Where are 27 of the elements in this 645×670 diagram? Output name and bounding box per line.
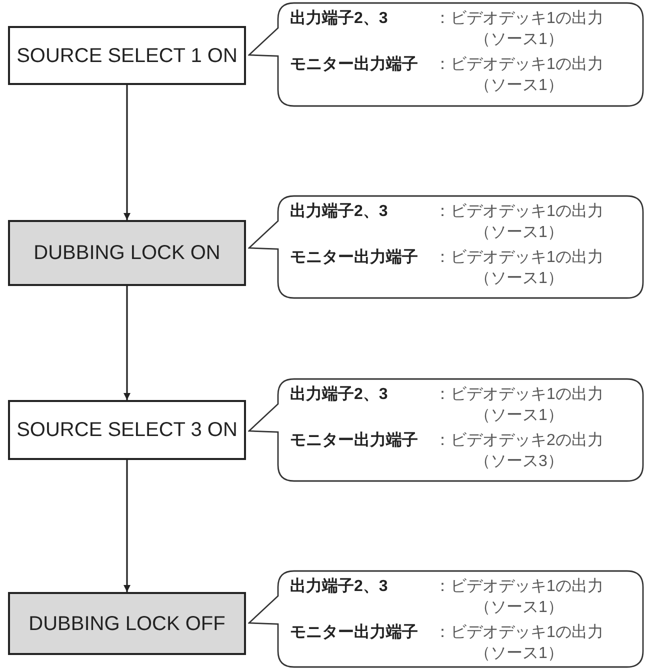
arrow [124, 85, 130, 220]
step-box: DUBBING LOCK ON [8, 220, 246, 286]
output-label: 出力端子2、3 [290, 202, 388, 222]
step-box: DUBBING LOCK OFF [8, 592, 246, 655]
output-label: 出力端子2、3 [290, 8, 388, 29]
step-box: SOURCE SELECT 1 ON [8, 26, 246, 85]
output-value: ：ビデオデッキ1の出力（ソース1） [434, 622, 604, 664]
arrow [124, 460, 130, 592]
output-value: ：ビデオデッキ1の出力（ソース1） [434, 384, 604, 426]
output-label: モニター出力端子 [290, 248, 418, 268]
output-value: ：ビデオデッキ1の出力（ソース1） [434, 248, 604, 289]
output-value: ：ビデオデッキ1の出力（ソース1） [434, 54, 604, 96]
output-label: モニター出力端子 [290, 430, 418, 451]
output-label: モニター出力端子 [290, 622, 418, 643]
arrow [124, 286, 130, 400]
output-label: 出力端子2、3 [290, 384, 388, 405]
output-value: ：ビデオデッキ2の出力（ソース3） [434, 430, 604, 472]
output-value: ：ビデオデッキ1の出力（ソース1） [434, 8, 604, 50]
speech-bubble [248, 195, 644, 299]
speech-bubble [248, 570, 644, 668]
output-value: ：ビデオデッキ1の出力（ソース1） [434, 576, 604, 618]
step-box: SOURCE SELECT 3 ON [8, 400, 246, 460]
speech-bubble [248, 2, 644, 107]
output-label: モニター出力端子 [290, 54, 418, 75]
output-value: ：ビデオデッキ1の出力（ソース1） [434, 202, 604, 243]
speech-bubble [248, 378, 644, 482]
output-label: 出力端子2、3 [290, 576, 388, 597]
